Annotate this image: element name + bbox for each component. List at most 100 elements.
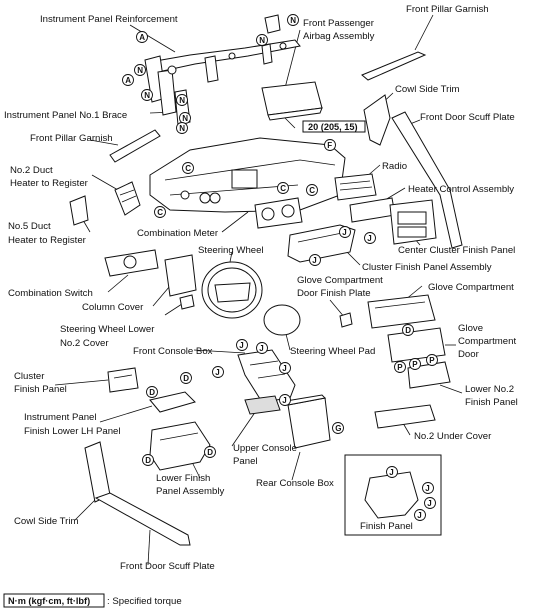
center-cluster-finish-panel <box>389 199 437 245</box>
no2-under-cover <box>374 404 436 429</box>
clip-letter: N <box>259 36 265 45</box>
clip-marker-j: J <box>279 394 291 406</box>
clip-letter: N <box>182 114 188 123</box>
clip-letter: A <box>139 33 145 42</box>
label-front-door-scuff-plate-top: Front Door Scuff Plate <box>420 112 515 123</box>
front-passenger-airbag: 20 (205, 15) <box>261 81 366 133</box>
clip-marker-d: D <box>180 372 192 384</box>
clip-letter: P <box>412 360 418 369</box>
clip-marker-n: N <box>176 122 188 134</box>
label-glove-compartment-door-1: Glove <box>458 323 483 334</box>
clip-letter: J <box>282 396 286 405</box>
clip-marker-j: J <box>364 232 376 244</box>
torque-legend: N·m (kgf·cm, ft·lbf) : Specified torque <box>3 593 182 608</box>
clip-marker-c: C <box>277 182 289 194</box>
clip-letter: J <box>259 344 263 353</box>
clip-letter: J <box>215 368 219 377</box>
label-front-console-box: Front Console Box <box>133 346 213 357</box>
label-combination-meter: Combination Meter <box>137 228 219 239</box>
clip-marker-n: N <box>179 112 191 124</box>
clip-marker-j: J <box>236 339 248 351</box>
clip-letter: D <box>149 388 155 397</box>
clip-letter: J <box>282 364 286 373</box>
clip-letter: A <box>125 76 131 85</box>
clip-marker-j: J <box>386 466 398 478</box>
clip-letter: C <box>309 186 315 195</box>
clip-letter: J <box>239 341 243 350</box>
label-instrument-panel-finish-lower-lh-2: Finish Lower LH Panel <box>24 426 121 437</box>
clip-letter: G <box>335 424 341 433</box>
clip-marker-p: P <box>409 358 421 370</box>
legend-unit-box: N·m (kgf·cm, ft·lbf) <box>8 596 90 606</box>
no5-duct <box>69 195 89 226</box>
clip-marker-c: C <box>154 206 166 218</box>
label-lower-no2-finish-panel-1: Lower No.2 <box>465 384 514 395</box>
label-front-passenger-airbag-2: Airbag Assembly <box>303 31 375 42</box>
clip-letter: P <box>429 356 435 365</box>
cluster-finish-panel-assembly <box>287 224 356 263</box>
label-no2-duct-2: Heater to Register <box>10 178 89 189</box>
clip-letter: C <box>185 164 191 173</box>
instrument-panel <box>149 137 346 213</box>
front-pillar-garnish-left <box>109 129 161 163</box>
clip-letter: D <box>145 456 151 465</box>
cowl-side-trim-left <box>84 441 111 503</box>
clip-marker-j: J <box>309 254 321 266</box>
label-front-pillar-garnish-left: Front Pillar Garnish <box>30 133 113 144</box>
clip-letter: C <box>280 184 286 193</box>
clip-letter: J <box>342 228 346 237</box>
label-cowl-side-trim-bottom: Cowl Side Trim <box>14 516 79 527</box>
clip-marker-p: P <box>426 354 438 366</box>
label-steering-wheel-lower-1: Steering Wheel Lower <box>60 324 155 335</box>
clip-letter: N <box>137 66 143 75</box>
clip-letter: F <box>327 141 332 150</box>
clip-letter: N <box>290 16 296 25</box>
instrument-panel-finish-lower-lh-panel <box>149 391 196 413</box>
steering-wheel-lower-no2-cover <box>179 294 195 310</box>
labels: Instrument Panel Reinforcement Front Pas… <box>4 4 518 572</box>
clip-marker-c: C <box>182 162 194 174</box>
clip-marker-n: N <box>141 89 153 101</box>
clip-letter: C <box>157 208 163 217</box>
label-front-pillar-garnish-top: Front Pillar Garnish <box>406 4 489 15</box>
clip-marker-n: N <box>256 34 268 46</box>
label-lower-finish-panel-assembly-2: Panel Assembly <box>156 486 224 497</box>
label-glove-compartment-door-3: Door <box>458 349 480 360</box>
label-center-cluster-finish-panel: Center Cluster Finish Panel <box>398 245 515 256</box>
label-cluster-finish-panel-1: Cluster <box>14 371 45 382</box>
combination-meter <box>254 197 303 229</box>
clip-marker-p: P <box>394 361 406 373</box>
label-lower-finish-panel-assembly-1: Lower Finish <box>156 473 210 484</box>
clip-marker-j: J <box>212 366 224 378</box>
cowl-side-trim-right <box>363 94 391 146</box>
front-console-box <box>237 349 296 403</box>
clip-marker-n: N <box>287 14 299 26</box>
steering-wheel-pad <box>263 304 301 336</box>
label-cowl-side-trim-top: Cowl Side Trim <box>395 84 460 95</box>
label-steering-wheel-lower-2: No.2 Cover <box>60 338 109 349</box>
label-glove-compartment-door-finish-1: Glove Compartment <box>297 275 383 286</box>
clip-marker-f: F <box>324 139 336 151</box>
instrument-panel-reinforcement <box>144 14 301 126</box>
clip-marker-g: G <box>332 422 344 434</box>
heater-control-assembly <box>349 197 396 223</box>
label-cluster-finish-panel-2: Finish Panel <box>14 384 67 395</box>
clip-marker-d: D <box>204 446 216 458</box>
clip-letter: J <box>367 234 371 243</box>
steering-wheel <box>201 261 263 319</box>
clip-letter: P <box>397 363 403 372</box>
clip-letter: N <box>179 96 185 105</box>
combination-switch <box>104 249 159 277</box>
front-door-scuff-plate-left <box>94 492 191 546</box>
clip-letter: J <box>427 499 431 508</box>
clip-letter: J <box>425 484 429 493</box>
label-combination-switch: Combination Switch <box>8 288 93 299</box>
radio <box>334 173 377 201</box>
label-no2-under-cover: No.2 Under Cover <box>414 431 492 442</box>
clip-marker-j: J <box>279 362 291 374</box>
label-upper-console-panel-1: Upper Console <box>233 443 297 454</box>
clip-letter: D <box>405 326 411 335</box>
